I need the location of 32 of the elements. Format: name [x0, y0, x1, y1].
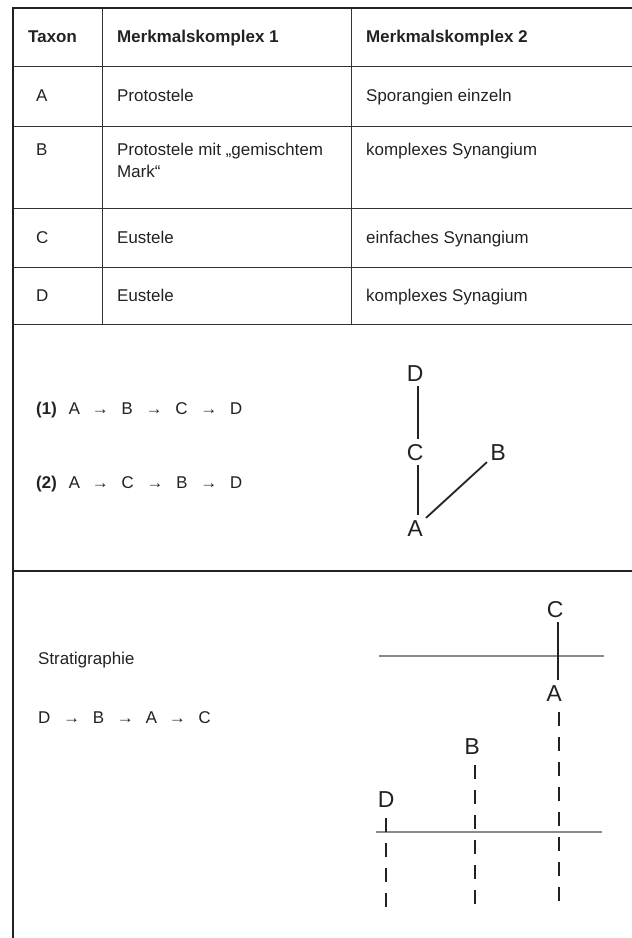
table-cell: einfaches Synangium	[352, 209, 632, 268]
table-cell: Protostele	[103, 67, 352, 127]
table-cell: A	[14, 67, 103, 127]
text-label: D → B → A → C	[38, 708, 211, 728]
connector-line	[425, 461, 488, 519]
taxon-label: A	[543, 680, 565, 706]
column-header: Taxon	[14, 9, 103, 67]
taxon-label: C	[404, 439, 426, 465]
range-line	[385, 818, 387, 908]
text-label: (1) A → B → C → D	[36, 399, 242, 419]
taxon-label: C	[544, 596, 566, 622]
table-cell: komplexes Synangium	[352, 127, 632, 209]
connector-line	[557, 622, 559, 680]
taxon-label: B	[461, 733, 483, 759]
column-header: Merkmalskomplex 1	[103, 9, 352, 67]
taxon-label: B	[487, 439, 509, 465]
connector-line	[417, 386, 419, 439]
taxon-label: D	[404, 360, 426, 386]
table-cell: Protostele mit „gemischtem Mark“	[103, 127, 352, 209]
table-cell: komplexes Synagium	[352, 268, 632, 325]
table-cell: Sporangien einzeln	[352, 67, 632, 127]
table-cell: D	[14, 268, 103, 325]
text-label: (2) A → C → B → D	[36, 473, 242, 493]
taxon-label: A	[404, 515, 426, 541]
table-cell: B	[14, 127, 103, 209]
column-header: Merkmalskomplex 2	[352, 9, 632, 67]
table-cell: Eustele	[103, 268, 352, 325]
connector-line	[417, 465, 419, 515]
table-cell: Eustele	[103, 209, 352, 268]
text-label: Stratigraphie	[38, 649, 134, 669]
table-cell: C	[14, 209, 103, 268]
taxon-label: D	[375, 786, 397, 812]
